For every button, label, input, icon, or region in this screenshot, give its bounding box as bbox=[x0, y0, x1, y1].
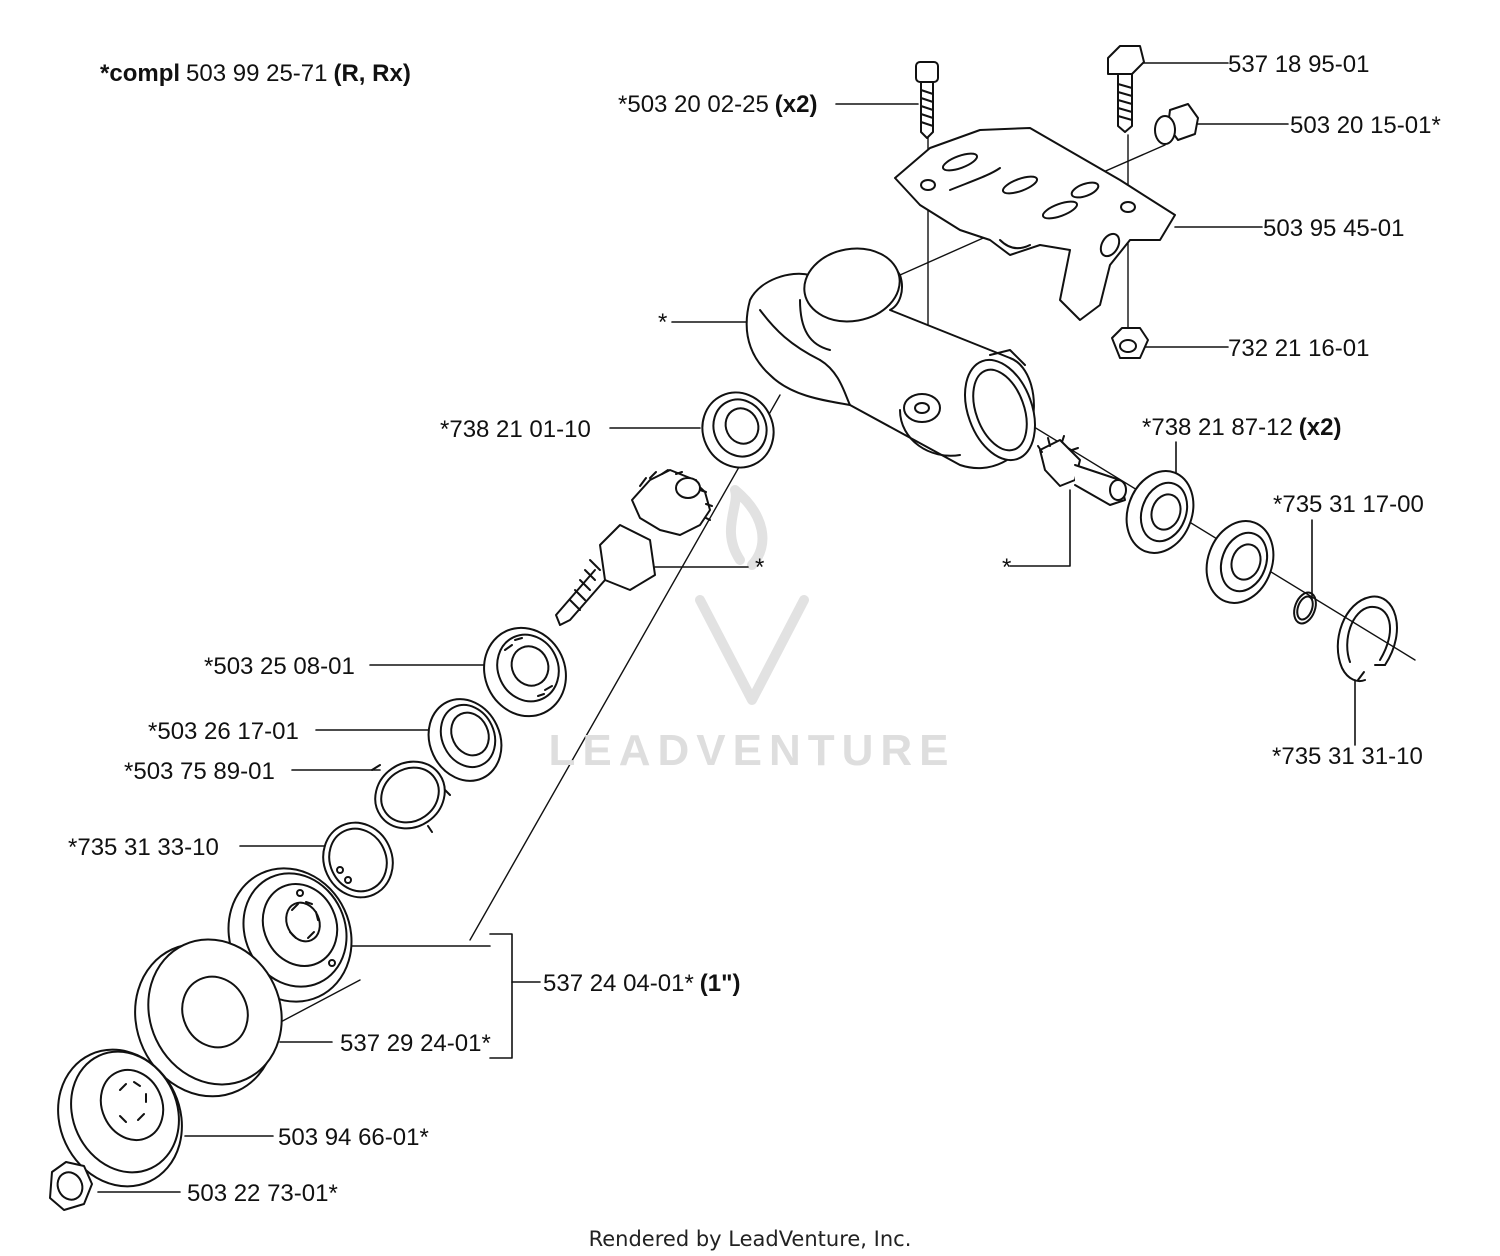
part-label: 503 20 15-01* bbox=[1290, 112, 1441, 139]
part-label: 537 18 95-01 bbox=[1228, 51, 1369, 78]
part-label: *735 31 31-10 bbox=[1272, 743, 1423, 770]
circlip-73531311 bbox=[1336, 595, 1398, 683]
seal-50326170 bbox=[427, 698, 503, 782]
lockwasher-50375890 bbox=[371, 760, 451, 833]
part-label: * bbox=[658, 309, 667, 336]
plug-50320150 bbox=[1154, 103, 1199, 145]
leader-lines bbox=[97, 62, 1356, 1193]
part-label: 537 24 04-01*(1") bbox=[543, 970, 741, 997]
part-label: *503 75 89-01 bbox=[124, 758, 275, 785]
part-label: *738 21 87-12(x2) bbox=[1142, 414, 1341, 441]
watermark-text: LEADVENTURE bbox=[548, 726, 955, 775]
circlip-73531331 bbox=[322, 821, 394, 899]
bearing-73821010 bbox=[701, 391, 775, 469]
bearing-73821871b bbox=[1205, 520, 1275, 604]
bevel-pinion bbox=[1037, 435, 1127, 506]
gear-housing bbox=[745, 247, 1036, 470]
washer-53729240 bbox=[134, 938, 283, 1098]
support-cup-50394660 bbox=[57, 1048, 183, 1188]
gear-shaft bbox=[555, 469, 713, 626]
part-label: *503 25 08-01 bbox=[204, 653, 355, 680]
part-label: *735 31 33-10 bbox=[68, 834, 219, 861]
screw-53718950 bbox=[1107, 45, 1145, 133]
part-label: 537 29 24-01* bbox=[340, 1030, 491, 1057]
bearing-50325080 bbox=[483, 626, 567, 718]
part-label: 503 94 66-01* bbox=[278, 1124, 429, 1151]
part-label: 732 21 16-01 bbox=[1228, 335, 1369, 362]
bearing-73821871a bbox=[1125, 470, 1195, 554]
part-label: *503 26 17-01 bbox=[148, 718, 299, 745]
part-label: *738 21 01-10 bbox=[440, 416, 591, 443]
screw-50320025 bbox=[915, 61, 939, 139]
footer-credit: Rendered by LeadVenture, Inc. bbox=[589, 1227, 912, 1251]
nut-73221160 bbox=[1111, 327, 1149, 359]
part-label: * bbox=[1002, 554, 1011, 581]
circlip-73531170 bbox=[1293, 591, 1317, 625]
guard-plate-50395450 bbox=[894, 127, 1176, 321]
part-label: 503 22 73-01* bbox=[187, 1180, 338, 1207]
nut-50322730 bbox=[49, 1161, 93, 1211]
part-label: 503 95 45-01 bbox=[1263, 215, 1404, 242]
part-label: * bbox=[755, 554, 764, 581]
part-label: *503 20 02-25(x2) bbox=[618, 91, 817, 118]
part-label: *735 31 17-00 bbox=[1273, 491, 1424, 518]
watermark-logo bbox=[695, 485, 809, 705]
